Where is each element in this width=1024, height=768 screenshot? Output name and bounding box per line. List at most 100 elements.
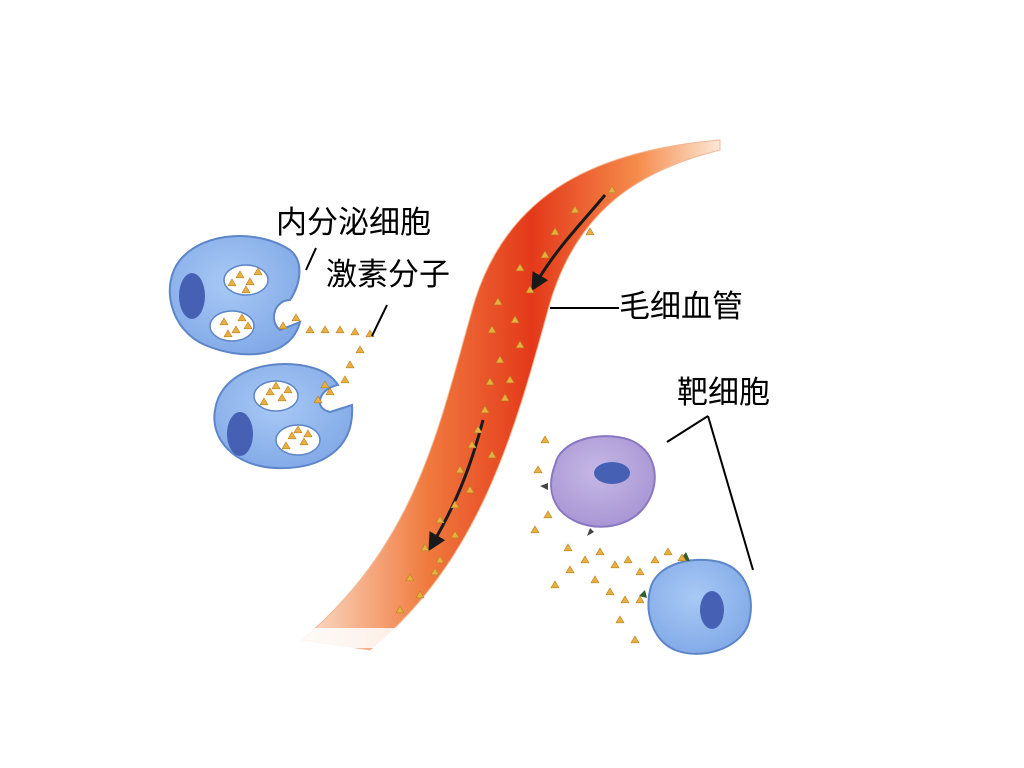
hormone-dot-icon (473, 425, 483, 434)
nucleus-icon (179, 273, 205, 319)
hormone-dot-icon (530, 525, 540, 534)
leader-lines (305, 247, 754, 571)
hormone-dot-icon (291, 313, 301, 322)
hormone-dot-icon (605, 587, 615, 596)
hormone-dot-icon (305, 325, 315, 334)
hormone-dot-icon (350, 327, 360, 336)
hormone-dot-icon (223, 329, 233, 338)
label-hormone-molecule: 激素分子 (326, 257, 450, 293)
hormone-dot-icon (487, 450, 497, 459)
hormone-dot-icon (277, 393, 287, 402)
hormone-dot-icon (590, 575, 600, 584)
label-capillary: 毛细血管 (619, 289, 743, 325)
leader-target-1 (666, 415, 709, 443)
flow-arrow-icon (428, 194, 607, 552)
hormone-dot-icon (525, 285, 535, 294)
hormone-dot-icon (345, 360, 355, 369)
vessel-hormones (395, 185, 617, 614)
receptor-icon (639, 590, 647, 598)
hormone-dot-icon (623, 555, 633, 564)
hormone-dot-icon (227, 278, 237, 287)
hormone-dot-icon (607, 185, 617, 194)
hormone-dot-icon (313, 395, 323, 404)
hormone-dot-icon (635, 567, 645, 576)
hormone-dot-icon (299, 437, 309, 446)
hormone-dot-icon (540, 435, 550, 444)
hormone-dot-icon (550, 227, 560, 236)
hormone-dot-icon (450, 500, 460, 509)
hormone-dot-icon (253, 267, 263, 276)
hormone-dot-icon (420, 543, 430, 552)
hormone-dot-icon (485, 377, 495, 386)
leader-endocrine (305, 247, 317, 271)
hormone-dot-icon (615, 615, 625, 624)
endocrine-cell-top (168, 235, 302, 356)
hormone-dot-icon (395, 605, 405, 614)
hormone-dot-icon (565, 565, 575, 574)
leader-target-2 (707, 415, 754, 571)
hormone-dot-icon (677, 553, 687, 562)
nucleus-icon (700, 591, 724, 629)
hormone-dot-icon (415, 590, 425, 599)
label-target-cell: 靶细胞 (677, 375, 770, 411)
hormone-dot-icon (231, 325, 241, 334)
hormone-dot-icon (580, 555, 590, 564)
hormone-dot-icon (493, 297, 503, 306)
hormone-dot-icon (540, 250, 550, 259)
hormone-dot-icon (455, 465, 465, 474)
hormone-dot-icon (663, 547, 673, 556)
hormone-dot-icon (620, 595, 630, 604)
hormone-dot-icon (550, 580, 560, 589)
hormone-dot-icon (405, 573, 415, 582)
hormone-dot-icon (243, 321, 253, 330)
hormone-dot-icon (235, 270, 245, 279)
hormone-dot-icon (278, 321, 288, 330)
hormone-dot-icon (630, 635, 640, 644)
target-cell-purple (540, 435, 656, 536)
hormone-dot-icon (320, 325, 330, 334)
hormone-dot-icon (293, 425, 303, 434)
endocrine-cell-bottom (213, 363, 354, 470)
hormone-dot-icon (303, 429, 313, 438)
hormone-dot-icon (487, 325, 497, 334)
hormone-dot-icon (495, 355, 505, 364)
receptor-icon (540, 483, 548, 490)
hormone-dot-icon (480, 405, 490, 414)
hormone-dot-icon (515, 263, 525, 272)
label-endocrine-cell: 内分泌细胞 (276, 205, 431, 241)
hormone-dot-icon (265, 387, 275, 396)
hormone-dot-icon (325, 387, 335, 396)
hormone-dot-icon (650, 555, 660, 564)
hormone-dot-icon (533, 465, 543, 474)
hormone-dot-icon (340, 375, 350, 384)
leader-hormone (371, 304, 388, 337)
hormone-dot-icon (283, 385, 293, 394)
hormone-dot-icon (237, 313, 247, 322)
target-cell-blue (639, 552, 752, 655)
hormone-dot-icon (500, 393, 510, 402)
hormone-dot-icon (335, 325, 345, 334)
hormone-dot-icon (610, 560, 620, 569)
hormone-dot-icon (435, 515, 445, 524)
hormone-dot-icon (355, 345, 365, 354)
hormone-dot-icon (465, 485, 475, 494)
hormone-dot-icon (563, 543, 573, 552)
hormone-dot-icon (505, 375, 515, 384)
hormone-dot-icon (467, 440, 477, 449)
hormone-dot-icon (595, 547, 605, 556)
hormone-dot-icon (635, 595, 645, 604)
hormone-dot-icon (435, 555, 445, 564)
hormone-dot-icon (287, 431, 297, 440)
hormone-dot-icon (219, 317, 229, 326)
receptor-icon (587, 528, 594, 536)
capillary-vessel (300, 139, 721, 651)
hormone-dot-icon (271, 381, 281, 390)
hormone-dot-icon (241, 285, 251, 294)
hormone-dot-icon (515, 340, 525, 349)
hormone-dot-icon (570, 205, 580, 214)
hormone-dot-icon (320, 380, 330, 389)
hormone-dot-icon (430, 567, 440, 576)
hormone-dot-icon (259, 397, 269, 406)
